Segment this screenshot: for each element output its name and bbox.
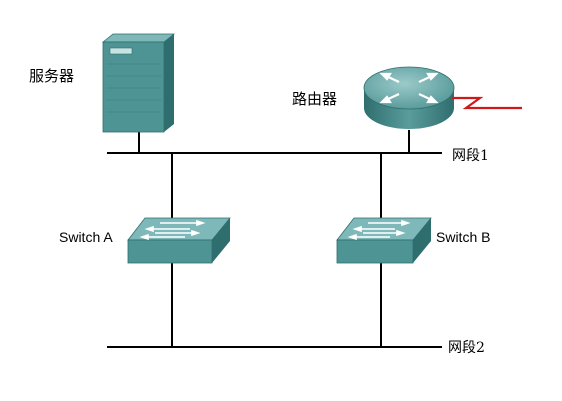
segment-2-label: 网段2 [448, 340, 485, 356]
switch-a-icon [127, 217, 231, 264]
server-label: 服务器 [29, 67, 75, 85]
switch-b-icon [336, 217, 432, 264]
router-icon [363, 66, 455, 129]
switch-a-label: Switch A [59, 229, 113, 245]
segment-1-label: 网段1 [452, 148, 489, 164]
wan-link [452, 96, 522, 110]
switch-b-label: Switch B [436, 229, 491, 245]
server-icon [101, 33, 176, 133]
router-label: 路由器 [292, 90, 338, 108]
